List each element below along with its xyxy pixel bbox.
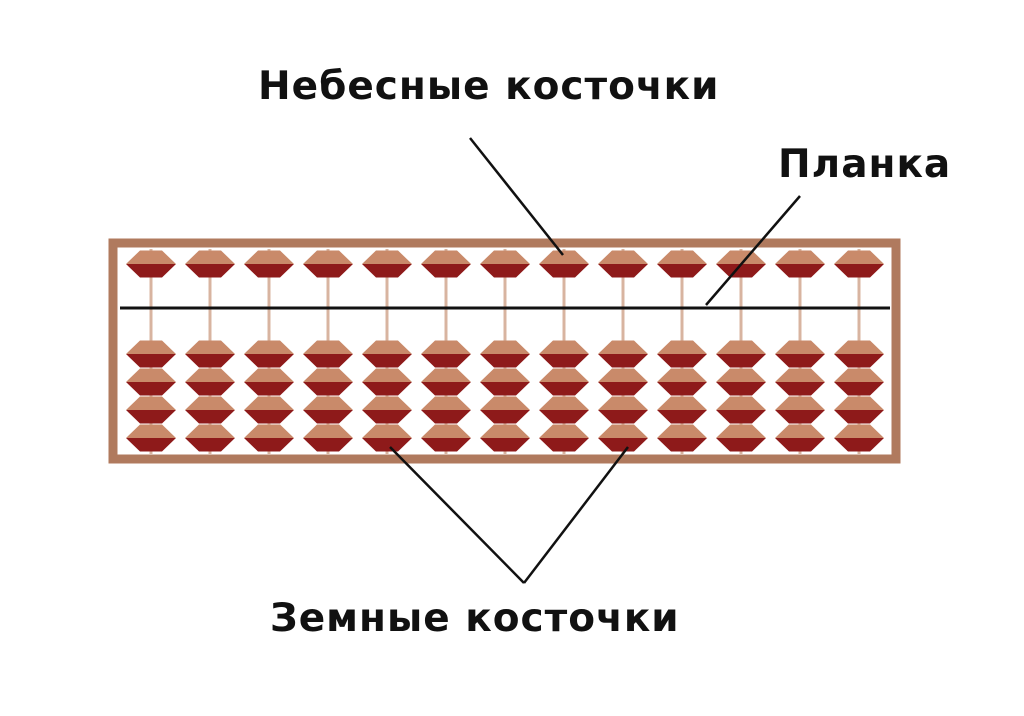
earth-bead	[362, 368, 412, 396]
earth-bead	[126, 396, 176, 424]
heaven-pointer-line	[469, 137, 564, 256]
earth-bead	[362, 424, 412, 452]
heaven-bead	[126, 250, 176, 278]
earth-bead	[775, 396, 825, 424]
heaven-bead	[657, 250, 707, 278]
earth-bead	[716, 396, 766, 424]
bar-pointer-line	[705, 195, 801, 306]
heaven-bead	[421, 250, 471, 278]
earth-bead	[598, 424, 648, 452]
earth-bead	[480, 368, 530, 396]
earth-bead	[539, 340, 589, 368]
heaven-bead	[775, 250, 825, 278]
earth-bead	[421, 396, 471, 424]
earth-bead	[244, 368, 294, 396]
earth-bead	[480, 340, 530, 368]
earth-bead	[716, 424, 766, 452]
earth-bead	[539, 368, 589, 396]
pointer-lines	[389, 137, 801, 584]
earth-bead	[362, 340, 412, 368]
earth-bead	[480, 424, 530, 452]
heaven-bead	[834, 250, 884, 278]
earth-bead	[303, 424, 353, 452]
earth-bead	[775, 340, 825, 368]
earth-beads-label: Земные косточки	[270, 596, 680, 641]
earth-bead	[421, 340, 471, 368]
heaven-beads-label: Небесные косточки	[258, 64, 720, 109]
earth-bead	[657, 368, 707, 396]
heaven-bead	[480, 250, 530, 278]
earth-bead	[185, 396, 235, 424]
earth-bead	[303, 340, 353, 368]
earth-bead	[657, 340, 707, 368]
earth-bead	[539, 424, 589, 452]
earth-bead	[185, 340, 235, 368]
earth-bead	[598, 340, 648, 368]
earth-bead	[303, 396, 353, 424]
earth-bead	[421, 424, 471, 452]
earth-bead	[421, 368, 471, 396]
earth-bead	[657, 396, 707, 424]
earth-bead	[834, 340, 884, 368]
earth-bead	[716, 368, 766, 396]
earth-bead	[244, 396, 294, 424]
heaven-bead	[362, 250, 412, 278]
earth-bead	[185, 424, 235, 452]
earth-bead	[126, 424, 176, 452]
earth-bead	[244, 424, 294, 452]
earth-bead	[480, 396, 530, 424]
heaven-bead	[303, 250, 353, 278]
heaven-bead	[598, 250, 648, 278]
heaven-bead	[716, 250, 766, 278]
beads-group	[126, 250, 884, 452]
earth-bead	[539, 396, 589, 424]
earth-bead	[775, 424, 825, 452]
earth-bead	[126, 340, 176, 368]
earth-bead	[598, 368, 648, 396]
heaven-bead	[185, 250, 235, 278]
earth-bead	[244, 340, 294, 368]
earth-bead	[303, 368, 353, 396]
earth-bead	[834, 368, 884, 396]
earth-pointer-line-left	[389, 446, 525, 584]
earth-bead	[834, 424, 884, 452]
earth-bead	[775, 368, 825, 396]
earth-bead	[834, 396, 884, 424]
heaven-bead	[244, 250, 294, 278]
bar-label: Планка	[778, 142, 952, 187]
earth-bead	[657, 424, 707, 452]
heaven-bead	[539, 250, 589, 278]
earth-pointer-line-right	[523, 446, 629, 584]
earth-bead	[716, 340, 766, 368]
earth-bead	[185, 368, 235, 396]
earth-bead	[362, 396, 412, 424]
earth-bead	[598, 396, 648, 424]
earth-bead	[126, 368, 176, 396]
